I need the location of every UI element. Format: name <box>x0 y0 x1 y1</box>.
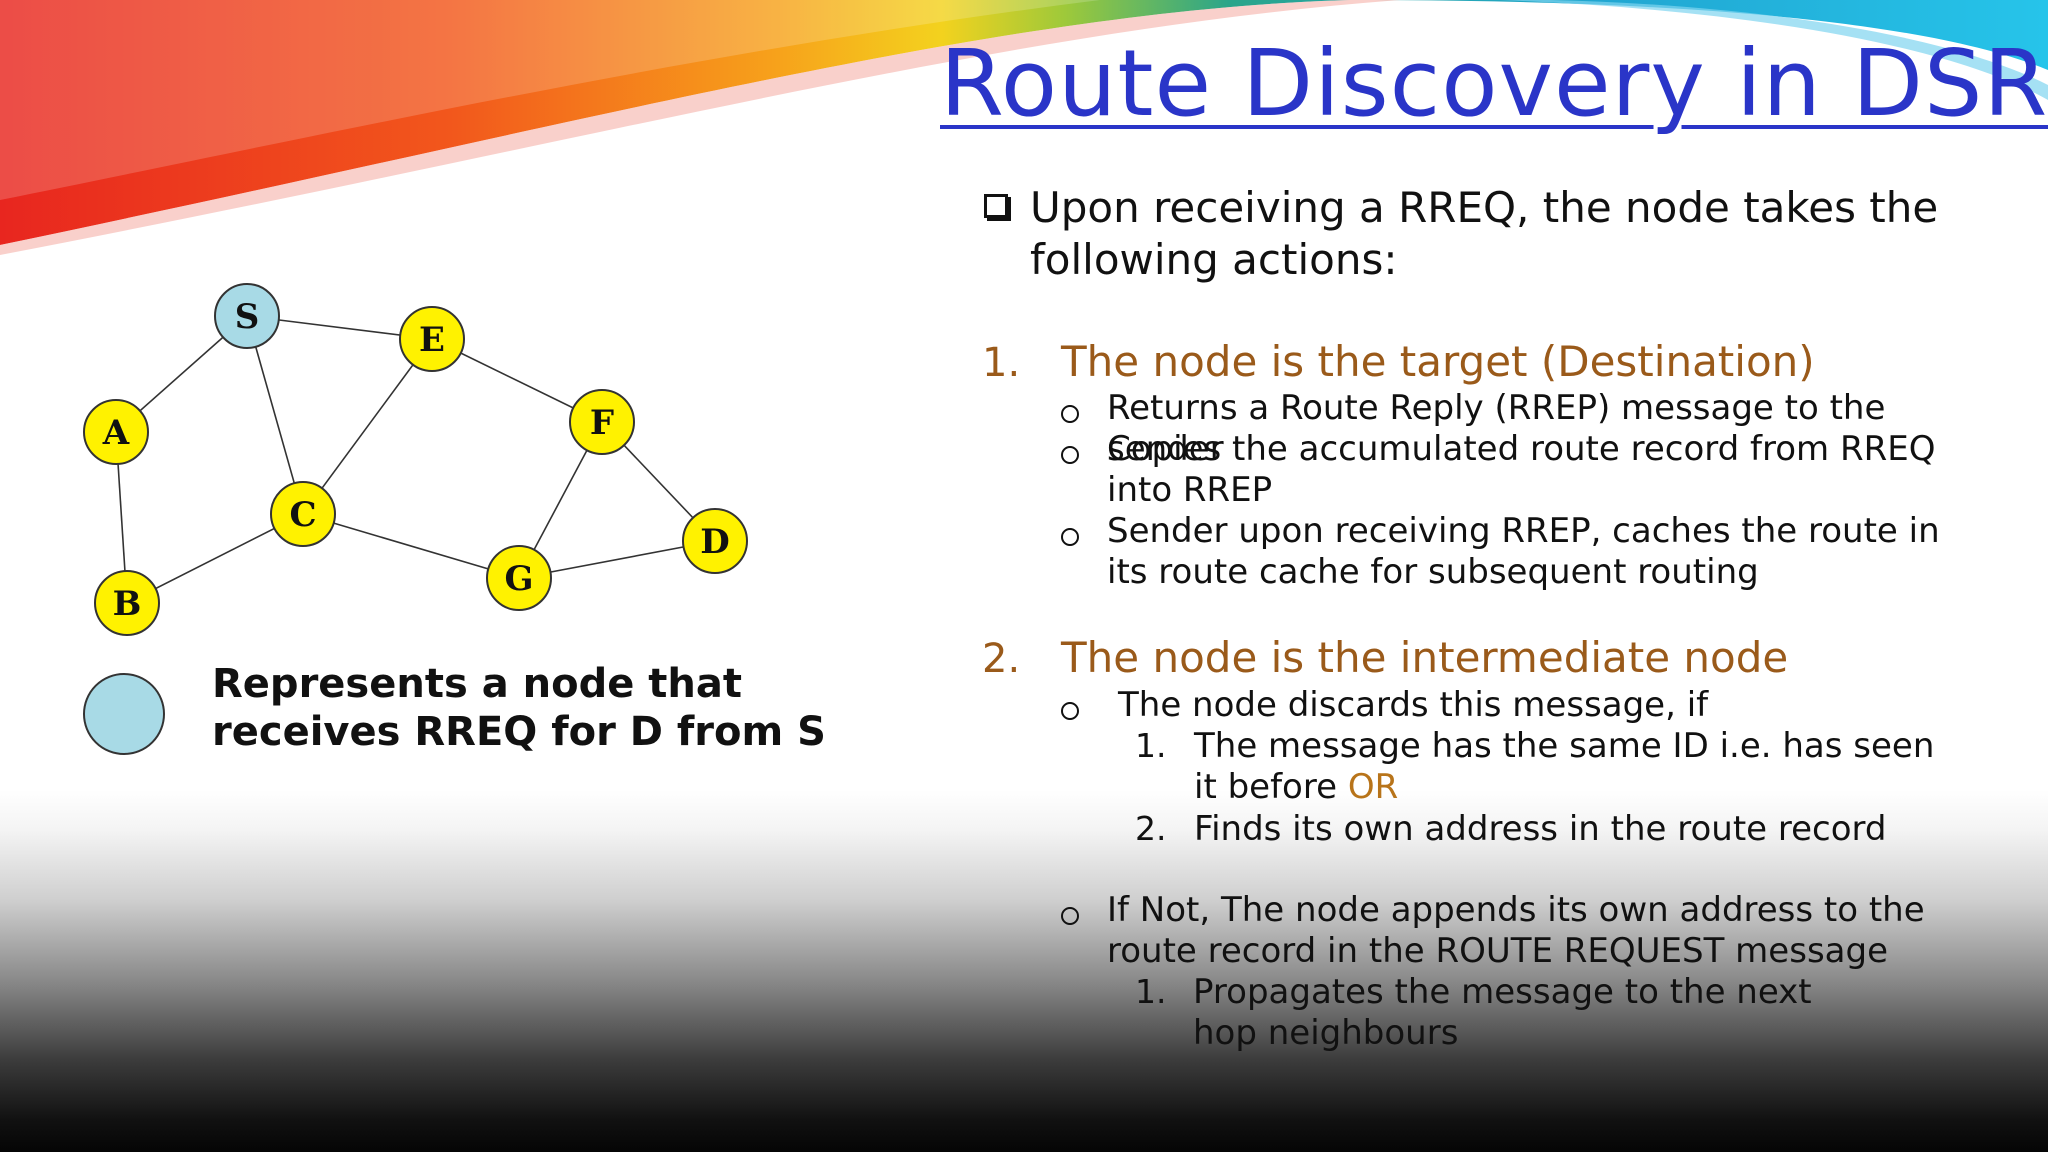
node-A: A <box>83 399 149 465</box>
node-F-circle <box>569 389 635 455</box>
network-graph: S E A F C D B G <box>83 283 748 636</box>
node-S: S <box>214 283 280 349</box>
node-E: E <box>399 306 465 372</box>
node-C-circle <box>270 481 336 547</box>
section-2-number: 2. <box>982 636 1021 682</box>
node-G-circle <box>486 545 552 611</box>
edge-C-G <box>302 513 520 579</box>
edge-S-C <box>246 315 304 515</box>
node-S-label: S <box>235 297 260 337</box>
circle-bullet-icon <box>1061 907 1079 925</box>
legend-node-swatch <box>83 673 165 755</box>
section-2-point-2: If Not, The node appends its own address… <box>1107 890 1925 971</box>
section-1-point-1: Returns a Route Reply (RREP) message to … <box>1107 388 1886 469</box>
node-F-label: F <box>590 403 614 443</box>
node-S-circle <box>214 283 280 349</box>
section-2-sub-1: The message has the same ID i.e. has see… <box>1194 726 1954 808</box>
section-2-sub-3-number: 1. <box>1135 972 1167 1011</box>
circle-bullet-icon <box>1061 446 1079 464</box>
section-2-sub-1-text: The message has the same ID i.e. has see… <box>1194 726 1935 807</box>
node-A-label: A <box>102 413 130 453</box>
section-1-point-2: Copies the accumulated route record from… <box>1107 429 1936 510</box>
decorative-swoosh <box>0 0 2048 255</box>
section-1-heading: The node is the target (Destination) <box>1061 337 1815 386</box>
or-label: OR <box>1347 767 1399 807</box>
section-1-number: 1. <box>982 340 1021 386</box>
circle-bullet-icon <box>1061 528 1079 546</box>
node-E-label: E <box>419 320 445 360</box>
edge-E-C <box>302 338 433 515</box>
node-F: F <box>569 389 635 455</box>
section-1-point-3: Sender upon receiving RREP, caches the r… <box>1107 511 1940 592</box>
node-B-label: B <box>113 584 142 624</box>
node-D: D <box>682 508 748 574</box>
intro-text: Upon receiving a RREQ, the node takes th… <box>1030 183 1939 284</box>
node-B: B <box>94 570 160 636</box>
node-D-circle <box>682 508 748 574</box>
section-2-heading: The node is the intermediate node <box>1061 633 1789 682</box>
circle-bullet-icon <box>1061 405 1079 423</box>
intro-paragraph: Upon receiving a RREQ, the node takes th… <box>984 182 1984 286</box>
node-B-circle <box>94 570 160 636</box>
node-C-label: C <box>289 495 316 535</box>
slide-title: Route Discovery in DSR <box>940 30 2048 137</box>
checkbox-bullet-icon <box>984 194 1008 218</box>
edge-G-D <box>518 540 716 579</box>
node-D-label: D <box>700 522 729 562</box>
node-G: G <box>486 545 552 611</box>
section-2-sub-2: Finds its own address in the route recor… <box>1194 809 1887 849</box>
graph-nodes: S E A F C D B G <box>83 283 748 636</box>
node-C: C <box>270 481 336 547</box>
section-2-sub-2-number: 2. <box>1135 809 1167 848</box>
node-G-label: G <box>504 559 533 599</box>
section-2-sub-1-number: 1. <box>1135 726 1167 765</box>
section-2-sub-3: Propagates the message to the next hop n… <box>1193 972 1812 1053</box>
circle-bullet-icon <box>1061 702 1079 720</box>
node-E-circle <box>399 306 465 372</box>
legend-text: Represents a node that receives RREQ for… <box>212 661 826 755</box>
node-A-circle <box>83 399 149 465</box>
section-2-point-1: The node discards this message, if <box>1118 685 1709 725</box>
